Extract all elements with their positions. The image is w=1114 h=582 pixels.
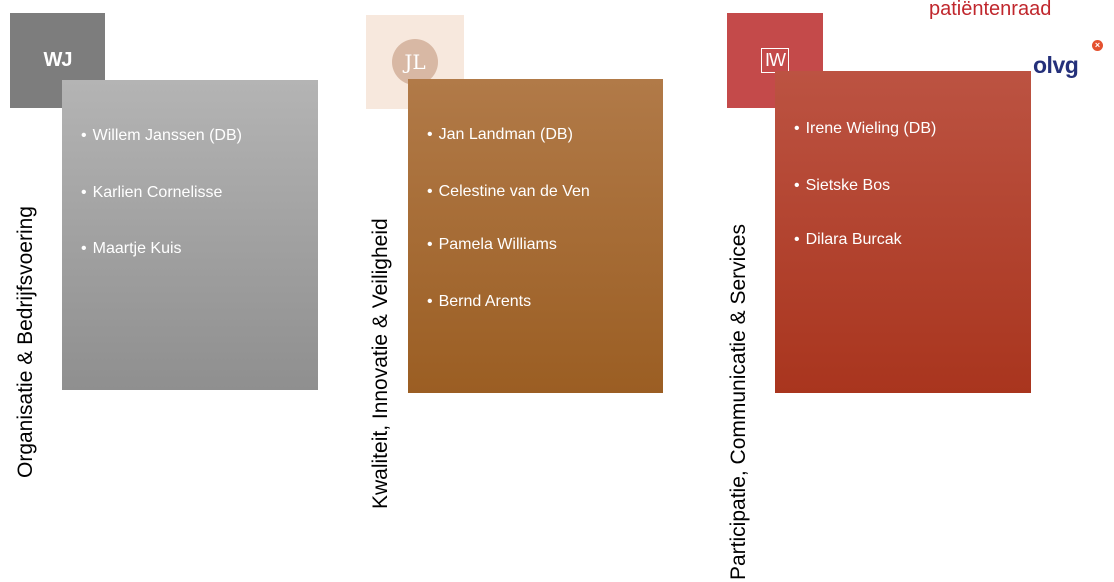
group-title-3: Participatie, Communicatie & Services <box>727 224 750 580</box>
avatar-initials: WJ <box>43 49 73 71</box>
group-panel-2: Jan Landman (DB) Celestine van de Ven Pa… <box>408 79 663 393</box>
member-item: Maartje Kuis <box>81 240 182 258</box>
group-panel-1: Willem Janssen (DB) Karlien Cornelisse M… <box>62 80 318 390</box>
group-panel-3: Irene Wieling (DB) Sietske Bos Dilara Bu… <box>775 71 1031 393</box>
member-item: Celestine van de Ven <box>427 183 590 201</box>
logo-badge-icon: × <box>1092 40 1103 51</box>
member-item: Sietske Bos <box>794 177 890 195</box>
avatar-circle: JL <box>392 39 438 85</box>
member-item: Karlien Cornelisse <box>81 184 223 202</box>
member-item: Jan Landman (DB) <box>427 126 573 144</box>
member-item: Pamela Williams <box>427 236 557 254</box>
member-item: Irene Wieling (DB) <box>794 120 937 138</box>
group-title-1: Organisatie & Bedrijfsvoering <box>14 206 37 478</box>
member-item: Dilara Burcak <box>794 231 902 249</box>
member-item: Willem Janssen (DB) <box>81 127 242 145</box>
avatar-initials: JL <box>404 50 426 74</box>
avatar-group-1: WJ <box>10 13 105 108</box>
member-item: Bernd Arents <box>427 293 532 311</box>
brand-name: patiëntenraad <box>929 0 1052 20</box>
avatar-initials: IW <box>765 50 786 70</box>
group-title-2: Kwaliteit, Innovatie & Veiligheid <box>369 218 392 509</box>
avatar-box: IW <box>761 48 789 73</box>
olvg-logo: olvg <box>1033 52 1079 78</box>
